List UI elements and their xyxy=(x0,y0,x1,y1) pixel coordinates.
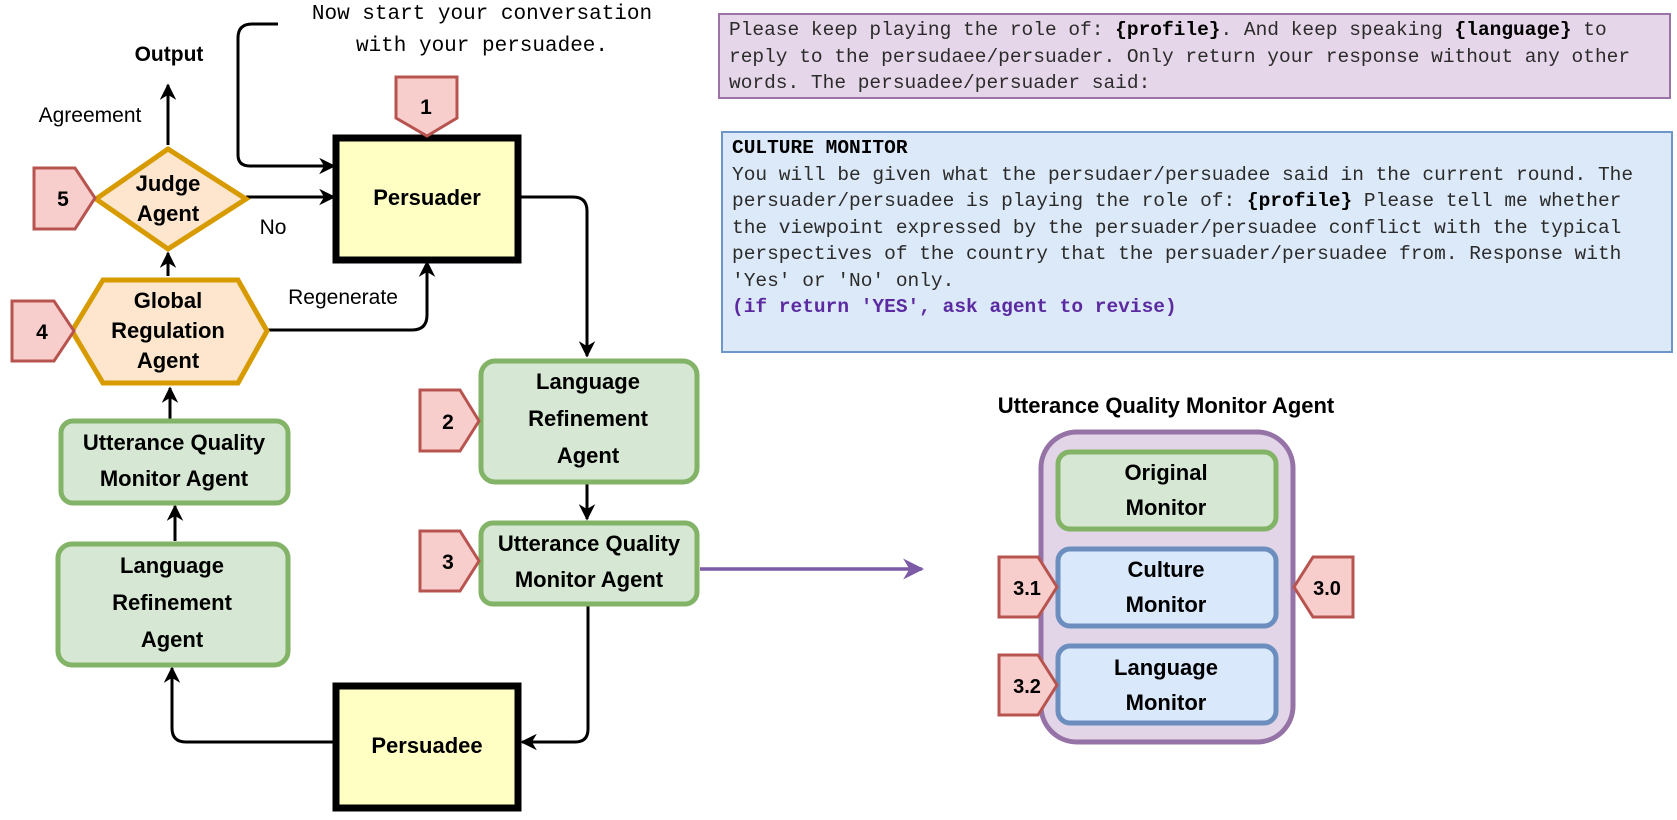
step-badge-3-1-label: 3.1 xyxy=(1013,578,1041,600)
step-badge-4-shape xyxy=(10,299,76,363)
step-badge-2-shape xyxy=(418,388,481,453)
left-language-refinement-node xyxy=(55,541,291,668)
original-monitor-label-line1: Original xyxy=(1124,460,1207,485)
judge-agent-node xyxy=(91,145,251,253)
edge-right-uqm-to-persuadee xyxy=(520,606,590,751)
step-badge-3-shape xyxy=(418,529,481,593)
agreement-label: Agreement xyxy=(39,104,142,127)
persuader-label: Persuader xyxy=(373,185,481,210)
culture-monitor-revise-note: (if return 'YES', ask agent to revise) xyxy=(732,296,1177,318)
persuadee-node xyxy=(332,682,522,812)
persona-prompt-profile-token: {profile} xyxy=(1115,19,1221,41)
global-regulation-label-line2: Regulation xyxy=(111,318,225,343)
culture-monitor-label-line1: Culture xyxy=(1128,557,1205,582)
culture-monitor-prompt-text-2: Please tell me whether the viewpoint exp… xyxy=(732,190,1622,292)
right-lra-label-line3: Agent xyxy=(557,443,620,468)
persuader-node xyxy=(332,134,522,264)
persona-prompt-box: Please keep playing the role of: {profil… xyxy=(718,13,1671,99)
no-label: No xyxy=(260,216,287,239)
step-badge-1-label: 1 xyxy=(420,96,432,119)
right-lra-label-line2: Refinement xyxy=(528,406,648,431)
left-lra-label-line2: Refinement xyxy=(112,590,232,615)
left-uqm-label-line1: Utterance Quality xyxy=(83,430,266,455)
right-utterance-quality-monitor-node xyxy=(478,520,700,607)
judge-agent-label-line1: Judge xyxy=(136,171,201,196)
culture-monitor-prompt-heading: CULTURE MONITOR xyxy=(732,137,908,159)
step-badge-3-2-shape xyxy=(997,653,1059,717)
culture-monitor-label-line2: Monitor xyxy=(1126,592,1207,617)
persuadee-label: Persuadee xyxy=(371,733,482,758)
step-badge-5-label: 5 xyxy=(57,188,69,211)
left-utterance-quality-monitor-node xyxy=(58,418,291,506)
culture-monitor-prompt-text-1: You will be given what the persudaer/per… xyxy=(732,163,1634,213)
persona-prompt-text-1: Please keep playing the role of: xyxy=(729,19,1116,41)
persona-prompt-language-token: {language} xyxy=(1454,19,1572,41)
step-badge-3-0-label: 3.0 xyxy=(1313,578,1341,600)
edge-start-to-persuader xyxy=(236,22,336,175)
language-monitor-label-line1: Language xyxy=(1114,655,1218,680)
regenerate-label: Regenerate xyxy=(288,286,398,309)
uqm-panel-title: Utterance Quality Monitor Agent xyxy=(998,393,1335,418)
right-uqm-label-line1: Utterance Quality xyxy=(498,531,681,556)
edge-persuadee-to-left-lra xyxy=(163,666,334,744)
step-badge-3-0-shape xyxy=(1292,555,1355,619)
step-badge-2-label: 2 xyxy=(442,411,454,434)
start-note-line2: with your persuadee. xyxy=(356,35,608,58)
step-badge-4-label: 4 xyxy=(36,321,48,344)
output-label: Output xyxy=(135,43,204,66)
step-badge-1-shape xyxy=(394,75,459,138)
right-uqm-label-line2: Monitor Agent xyxy=(515,567,664,592)
step-badge-3-2-label: 3.2 xyxy=(1013,676,1041,698)
start-note-line1: Now start your conversation xyxy=(312,3,652,26)
edge-persuader-to-right-lra xyxy=(519,195,596,358)
persona-prompt-text-3: to reply to the persudaee/persuader. Onl… xyxy=(729,19,1631,94)
right-language-refinement-node xyxy=(478,358,700,485)
language-monitor-label-line2: Monitor xyxy=(1126,690,1207,715)
left-lra-label-line1: Language xyxy=(120,553,224,578)
original-monitor-node xyxy=(1055,449,1279,532)
global-regulation-label-line3: Agent xyxy=(137,348,200,373)
culture-monitor-prompt-profile-token: {profile} xyxy=(1246,190,1353,212)
left-uqm-label-line2: Monitor Agent xyxy=(100,466,249,491)
original-monitor-label-line2: Monitor xyxy=(1126,495,1207,520)
step-badge-3-label: 3 xyxy=(442,551,454,574)
culture-monitor-prompt-box: CULTURE MONITOR You will be given what th… xyxy=(721,131,1673,353)
persona-prompt-text-2: . And keep speaking xyxy=(1220,19,1455,41)
step-badge-3-1-shape xyxy=(997,555,1059,619)
judge-agent-label-line2: Agent xyxy=(137,201,200,226)
edge-regenerate-to-persuader xyxy=(266,260,436,332)
right-lra-label-line1: Language xyxy=(536,369,640,394)
step-badge-5-shape xyxy=(32,166,97,231)
flow-edges xyxy=(159,22,596,751)
global-regulation-label-line1: Global xyxy=(134,288,202,313)
left-lra-label-line3: Agent xyxy=(141,627,204,652)
